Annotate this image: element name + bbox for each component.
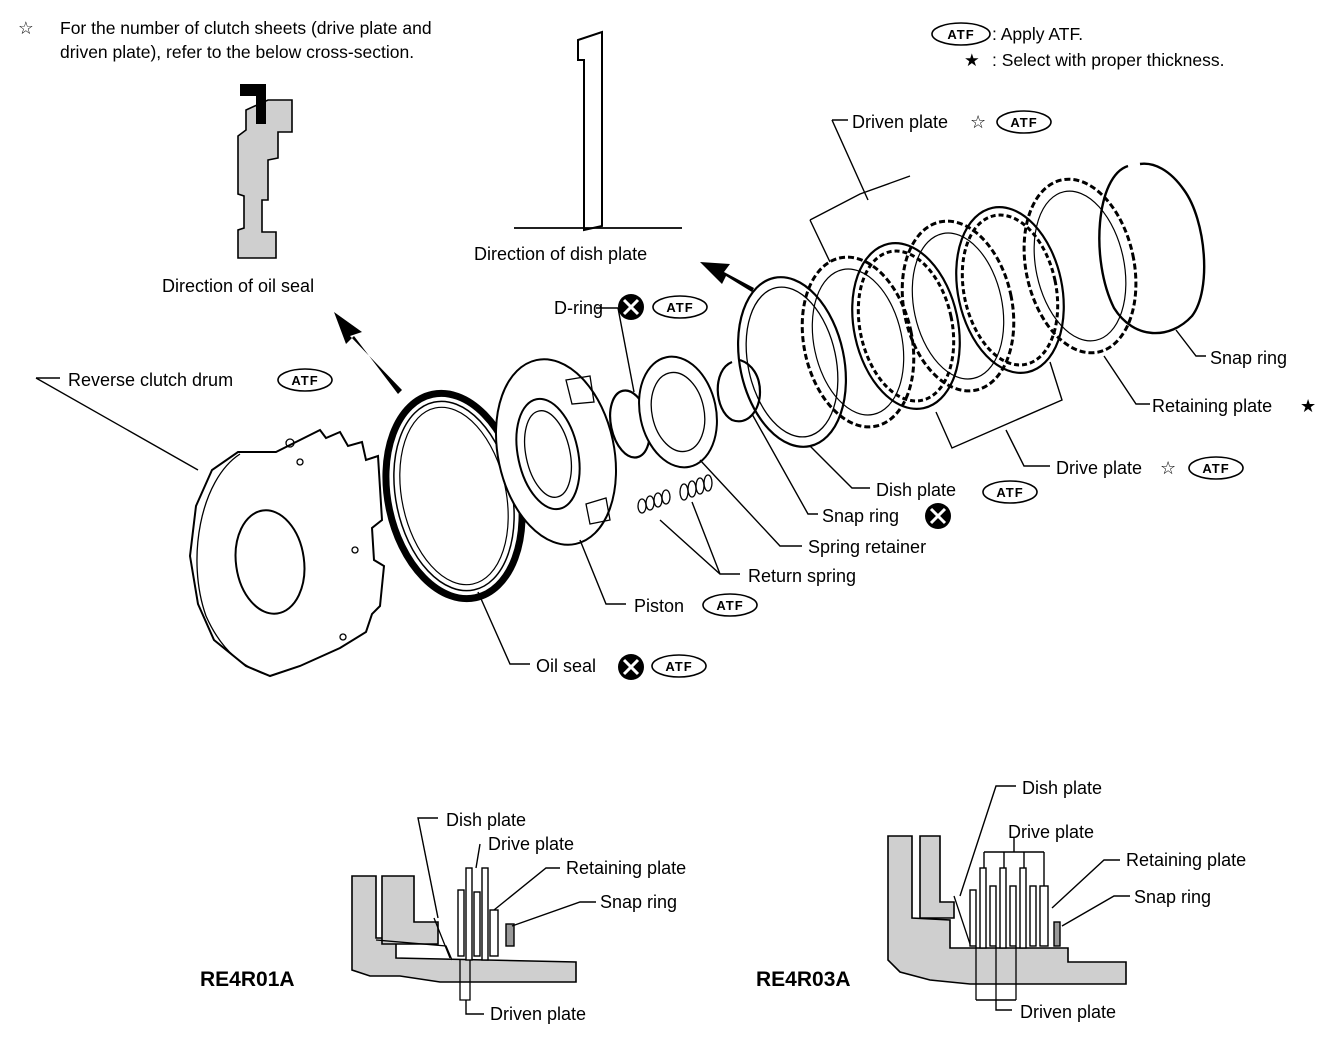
reverse-clutch-drum-atf-badge: ATF — [277, 368, 333, 392]
clutch-pack: Driven plate ☆ ATF Drive plate ☆ ATF — [800, 110, 1244, 480]
piston-label: Piston — [634, 596, 684, 616]
star-note-symbol: ☆ — [18, 18, 34, 38]
svg-text:ATF: ATF — [291, 373, 318, 388]
oil-seal-direction-arrow-icon — [334, 312, 402, 394]
svg-text:ATF: ATF — [666, 300, 693, 315]
atf-badge-label: ATF — [947, 27, 974, 42]
oil-seal-label: Oil seal — [536, 656, 596, 676]
re4r03a-model-label: RE4R03A — [756, 968, 851, 991]
dish-plate-direction-arrow-icon — [700, 262, 754, 292]
star-note-line-2: driven plate), refer to the below cross-… — [60, 42, 414, 62]
atf-legend-text: : Apply ATF. — [992, 24, 1083, 44]
drive-plate-atf-badge: ATF — [1188, 456, 1244, 480]
cross-section-re4r03a: Dish plate Drive plate Retaining plate S… — [756, 778, 1246, 1022]
dish-plate-label: Dish plate — [876, 480, 956, 500]
driven-plate-label: Driven plate — [852, 112, 948, 132]
snap-ring-small: Snap ring — [716, 358, 951, 529]
driven-plate-star-symbol: ☆ — [970, 112, 986, 132]
return-spring-label: Return spring — [748, 566, 856, 586]
piston-atf-badge: ATF — [702, 593, 758, 617]
re4r03a-dish-plate-label: Dish plate — [1022, 778, 1102, 798]
re4r01a-driven-plate-label: Driven plate — [490, 1004, 586, 1024]
snap-ring: Snap ring — [1098, 162, 1287, 368]
snap-ring-label: Snap ring — [1210, 348, 1287, 368]
oil-seal-atf-badge: ATF — [651, 654, 707, 678]
thickness-legend-text: : Select with proper thickness. — [992, 50, 1224, 70]
re4r03a-driven-plate-label: Driven plate — [1020, 1002, 1116, 1022]
drive-plate-2 — [955, 206, 1065, 374]
re4r03a-retaining-plate-label: Retaining plate — [1126, 850, 1246, 870]
drive-plate-label: Drive plate — [1056, 458, 1142, 478]
driven-plate-2 — [900, 219, 1016, 393]
return-springs: Return spring — [637, 474, 856, 586]
d-ring-label: D-ring — [554, 298, 603, 318]
reverse-clutch-drum-label: Reverse clutch drum — [68, 370, 233, 390]
star-note-line-1: For the number of clutch sheets (drive p… — [60, 18, 432, 38]
re4r01a-dish-plate-label: Dish plate — [446, 810, 526, 830]
driven-plate-atf-badge: ATF — [996, 110, 1052, 134]
svg-text:ATF: ATF — [665, 659, 692, 674]
reverse-clutch-drum: Reverse clutch drum ATF — [35, 368, 386, 678]
retaining-plate-label: Retaining plate — [1152, 396, 1272, 416]
snap-ring-small-label: Snap ring — [822, 506, 899, 526]
oil-seal-direction-label: Direction of oil seal — [162, 276, 314, 296]
dish-plate-direction-inset: Direction of dish plate — [474, 30, 754, 292]
driven-plate-1 — [800, 255, 916, 429]
re4r01a-model-label: RE4R01A — [200, 968, 295, 991]
re4r03a-drive-plate-label: Drive plate — [1008, 822, 1094, 842]
re4r01a-drive-plate-label: Drive plate — [488, 834, 574, 854]
svg-text:ATF: ATF — [1202, 461, 1229, 476]
spring-retainer-label: Spring retainer — [808, 537, 926, 557]
oil-seal: Oil seal ATF — [382, 389, 707, 680]
header-notes: ☆ For the number of clutch sheets (drive… — [18, 18, 1224, 70]
d-ring: D-ring ATF — [554, 294, 708, 459]
oil-seal-x-circle-icon — [618, 654, 644, 680]
re4r01a-retaining-plate-label: Retaining plate — [566, 858, 686, 878]
svg-text:ATF: ATF — [1010, 115, 1037, 130]
svg-text:ATF: ATF — [716, 598, 743, 613]
svg-text:ATF: ATF — [996, 485, 1023, 500]
drive-plate-star-symbol: ☆ — [1160, 458, 1176, 478]
re4r03a-snap-ring-label: Snap ring — [1134, 887, 1211, 907]
re4r01a-snap-ring-label: Snap ring — [600, 892, 677, 912]
retaining-plate: Retaining plate ★ — [1022, 177, 1316, 416]
snap-ring-small-x-circle-icon — [925, 503, 951, 529]
spring-retainer: Spring retainer — [638, 355, 926, 557]
cross-section-re4r01a: Dish plate Drive plate Retaining plate S… — [200, 810, 686, 1024]
drive-plate-1 — [851, 242, 961, 410]
dish-plate-atf-badge: ATF — [982, 480, 1038, 504]
thickness-symbol: ★ — [964, 50, 980, 70]
retaining-plate-thickness-symbol: ★ — [1300, 396, 1316, 416]
oil-seal-direction-inset: Direction of oil seal — [162, 84, 402, 394]
atf-legend-badge: ATF — [931, 22, 991, 46]
piston: Piston ATF — [494, 358, 758, 617]
d-ring-atf-badge: ATF — [652, 295, 708, 319]
dish-plate: Dish plate ATF — [736, 276, 1038, 504]
d-ring-x-circle-icon — [618, 294, 644, 320]
dish-plate-direction-label: Direction of dish plate — [474, 244, 647, 264]
